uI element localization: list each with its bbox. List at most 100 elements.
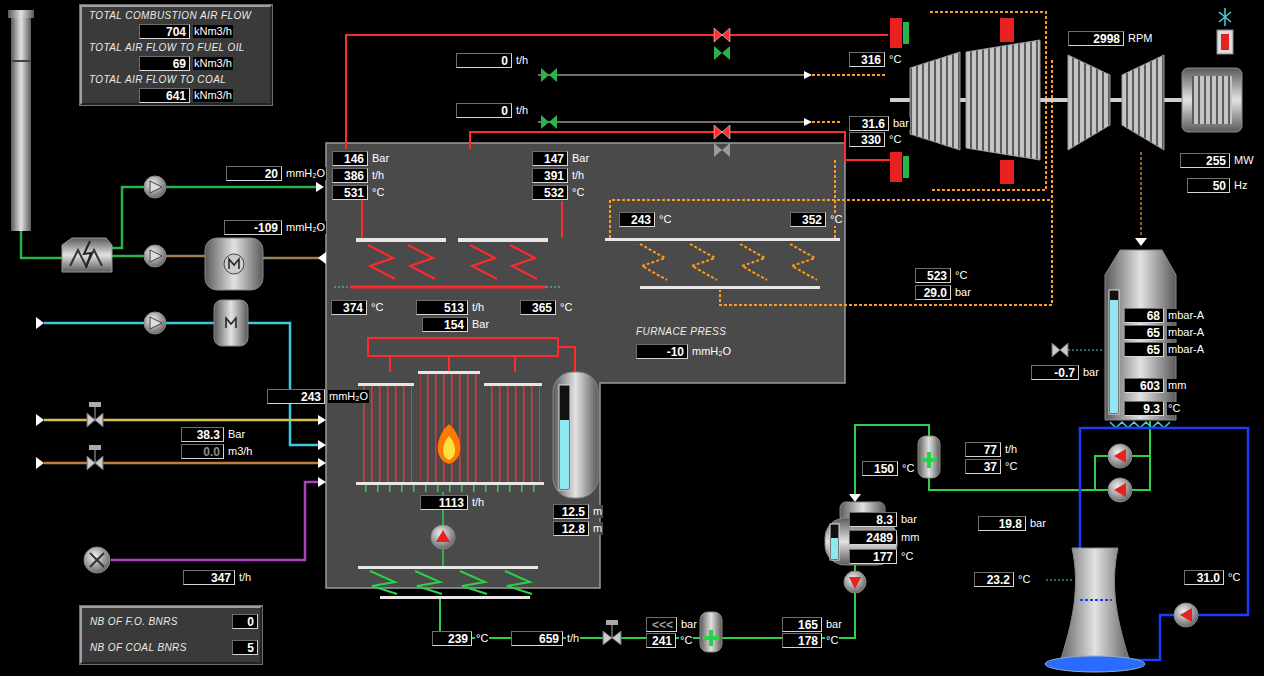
readout-value: 150: [862, 461, 898, 476]
feedwater-valve: [603, 620, 621, 645]
steam-drum: [559, 385, 570, 490]
value-readout: 0.0m3/h: [181, 444, 253, 459]
readout-row: 19.8bar: [978, 516, 1047, 531]
drum-loop: [448, 356, 450, 372]
cooling-tower: [1046, 580, 1072, 581]
cooling-water-loop: [1130, 615, 1174, 660]
air-lines: [248, 323, 318, 445]
readout-value: 0: [232, 614, 258, 629]
chimney: [12, 60, 30, 62]
readout-row: 0.0m3/h: [181, 444, 253, 459]
unit-label: bar: [900, 513, 918, 526]
superheater: [368, 245, 395, 279]
spray-lines: [541, 68, 557, 82]
value-readout: 2998RPM: [1068, 31, 1153, 46]
unit-label: t/h: [515, 104, 529, 117]
turbine-rotor: [1068, 55, 1110, 150]
value-readout: 0t/h: [456, 53, 529, 68]
value-readout: 20mmH₂O: [226, 166, 326, 181]
panel-heading: TOTAL AIR FLOW TO FUEL OIL: [89, 42, 245, 54]
drum-loop: [389, 356, 391, 372]
readout-row: 147Bar: [532, 151, 590, 166]
unit-label: °C: [658, 213, 672, 226]
waterwalls: [356, 482, 544, 485]
value-readout: 0: [232, 614, 258, 629]
readout-row: <<<bar: [646, 617, 698, 632]
turbine-rotor: [890, 40, 1186, 160]
unit-label: bar: [892, 117, 910, 130]
panel-heading: NB OF COAL BNRS: [90, 642, 187, 654]
fuel-lines: [44, 462, 318, 465]
valve-symbols: [95, 449, 96, 463]
unit-label: t/h: [471, 496, 485, 509]
exhaust-line: [1135, 238, 1147, 246]
cooling-pump: [1174, 603, 1198, 627]
precipitator: [62, 238, 112, 272]
coal-mill: [90, 553, 104, 567]
readout-value: 12.5: [553, 504, 589, 519]
cooling-tower: [1045, 548, 1145, 672]
readout-value: 165: [782, 617, 822, 632]
steam-valves: [714, 143, 730, 157]
unit-label: bar: [680, 618, 698, 631]
unit-label: t/h: [566, 632, 580, 645]
furnace-enclosure: [326, 143, 845, 588]
waterwalls: [420, 374, 478, 482]
value-readout: 704kNm3/h: [139, 24, 233, 39]
circulation-pump: [442, 549, 444, 566]
readout-value: 0: [456, 103, 512, 118]
turbine-rotor: [966, 40, 1040, 160]
readout-value: 0: [456, 53, 512, 68]
readout-value: 386: [332, 168, 368, 183]
air-lines: [44, 322, 144, 325]
unit-label: mm: [900, 531, 920, 544]
generator: [1182, 68, 1242, 132]
economizer: [370, 571, 397, 594]
unit-label: bar: [954, 286, 972, 299]
flow-arrows: [318, 440, 326, 450]
unit-label: °C: [900, 550, 914, 563]
value-readout: 154Bar: [422, 317, 490, 332]
info-panel: TOTAL COMBUSTION AIR FLOWTOTAL AIR FLOW …: [80, 5, 272, 105]
deaerator: [844, 571, 866, 593]
spray-lines: [804, 71, 812, 79]
air-heater: [229, 259, 239, 269]
reheat-lines: [812, 74, 886, 76]
unit-label: Hz: [1233, 179, 1248, 192]
readout-value: 2998: [1068, 31, 1124, 46]
unit-label: mmH₂O: [328, 390, 369, 403]
cooling-water-loop: [1140, 428, 1248, 615]
readout-value: 391: [532, 168, 568, 183]
unit-label: bar: [1082, 366, 1100, 379]
reheater: [605, 238, 840, 241]
readout-row: 241°C: [646, 633, 693, 648]
value-readout: 523°C: [915, 268, 968, 283]
readout-row: 243mmH₂O: [267, 389, 369, 404]
unit-label: °C: [1017, 573, 1031, 586]
condensate-pumps: [1114, 483, 1126, 497]
economizer: [380, 596, 530, 599]
value-readout: 241°C: [646, 633, 693, 648]
value-readout: 50Hz: [1187, 178, 1248, 193]
circulation-pump: [431, 525, 455, 549]
exhaust-line: [1135, 152, 1147, 246]
fan-symbols: [150, 181, 162, 193]
readout-value: 330: [849, 132, 885, 147]
unit-label: MW: [1233, 154, 1255, 167]
readout-value: 365: [520, 300, 556, 315]
readout-value: 154: [422, 317, 468, 332]
value-readout: <<<bar: [646, 617, 698, 632]
flow-arrows: [316, 182, 324, 192]
superheater: [546, 287, 562, 288]
readout-value: 374: [331, 300, 367, 315]
readout-row: 12.8m: [553, 521, 603, 536]
valve-symbols: [95, 406, 96, 420]
fan-symbols: [144, 176, 166, 198]
value-readout: 8.3bar: [849, 512, 918, 527]
flow-arrows: [36, 317, 44, 329]
generator: [1217, 30, 1233, 54]
readout-row: 68mbar-A: [1124, 308, 1205, 323]
coal-mill: [90, 553, 104, 567]
feedwater-lines: [1095, 456, 1108, 490]
lp-heater: [918, 436, 940, 478]
